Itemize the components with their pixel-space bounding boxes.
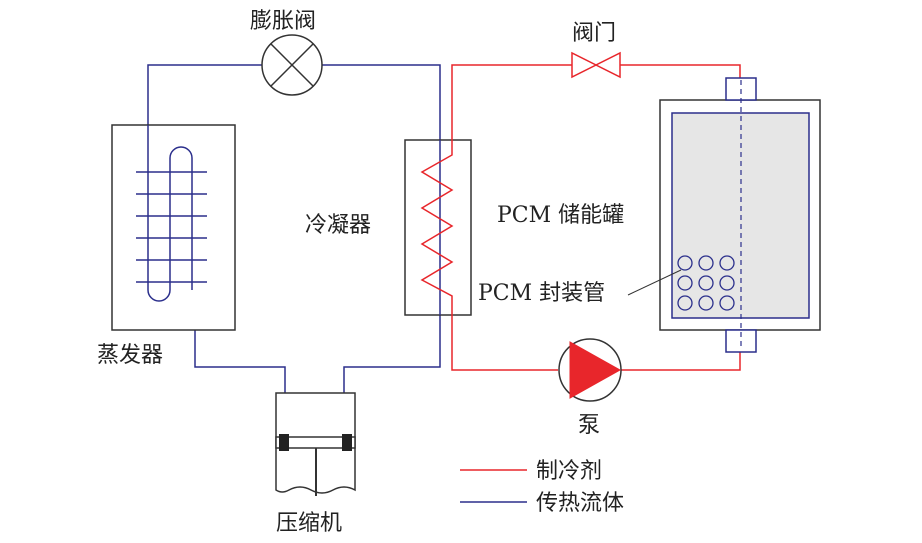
pump-arrow bbox=[569, 341, 622, 399]
condenser bbox=[404, 139, 472, 316]
pcm-tank bbox=[627, 77, 821, 353]
evaporator-coil bbox=[147, 125, 193, 302]
evaporator-body bbox=[111, 124, 236, 331]
blue-pipe-top-right bbox=[322, 64, 441, 140]
evaporator-fins bbox=[136, 171, 207, 283]
legend-label-refrigerant: 制冷剂 bbox=[536, 459, 602, 484]
legend-label-htf: 传热流体 bbox=[536, 491, 624, 516]
condenser-label: 冷凝器 bbox=[305, 213, 371, 238]
red-pipe-top-left bbox=[451, 64, 572, 140]
pcm-tank-label: PCM 储能罐 bbox=[497, 203, 624, 228]
pcm-tube-label: PCM 封装管 bbox=[478, 281, 605, 306]
compressor-label: 压缩机 bbox=[276, 511, 342, 536]
pump-label: 泵 bbox=[578, 413, 600, 438]
red-loop bbox=[451, 64, 741, 371]
expansion-valve bbox=[261, 34, 323, 96]
condenser-body bbox=[404, 139, 472, 316]
red-pipe-bottom-right bbox=[620, 352, 741, 371]
legend: 制冷剂 传热流体 bbox=[460, 459, 624, 516]
expansion-valve-label: 膨胀阀 bbox=[250, 9, 316, 34]
blue-pipe-condenser-out bbox=[343, 315, 441, 393]
valve-label: 阀门 bbox=[572, 21, 616, 46]
pcm-tube-leader bbox=[627, 269, 682, 296]
pump bbox=[558, 338, 622, 402]
valve-body bbox=[571, 51, 621, 79]
red-pipe-top-right bbox=[620, 64, 741, 78]
compressor-ring-right bbox=[342, 434, 352, 451]
condenser-coil bbox=[420, 140, 454, 315]
evaporator bbox=[111, 124, 236, 331]
pcm-tubes bbox=[677, 255, 735, 311]
compressor-ring-left bbox=[279, 434, 289, 451]
valve bbox=[571, 51, 621, 79]
evaporator-label: 蒸发器 bbox=[97, 343, 163, 368]
compressor bbox=[275, 392, 356, 496]
blue-pipe-top bbox=[147, 64, 262, 150]
red-pipe-bottom-left bbox=[451, 315, 558, 371]
